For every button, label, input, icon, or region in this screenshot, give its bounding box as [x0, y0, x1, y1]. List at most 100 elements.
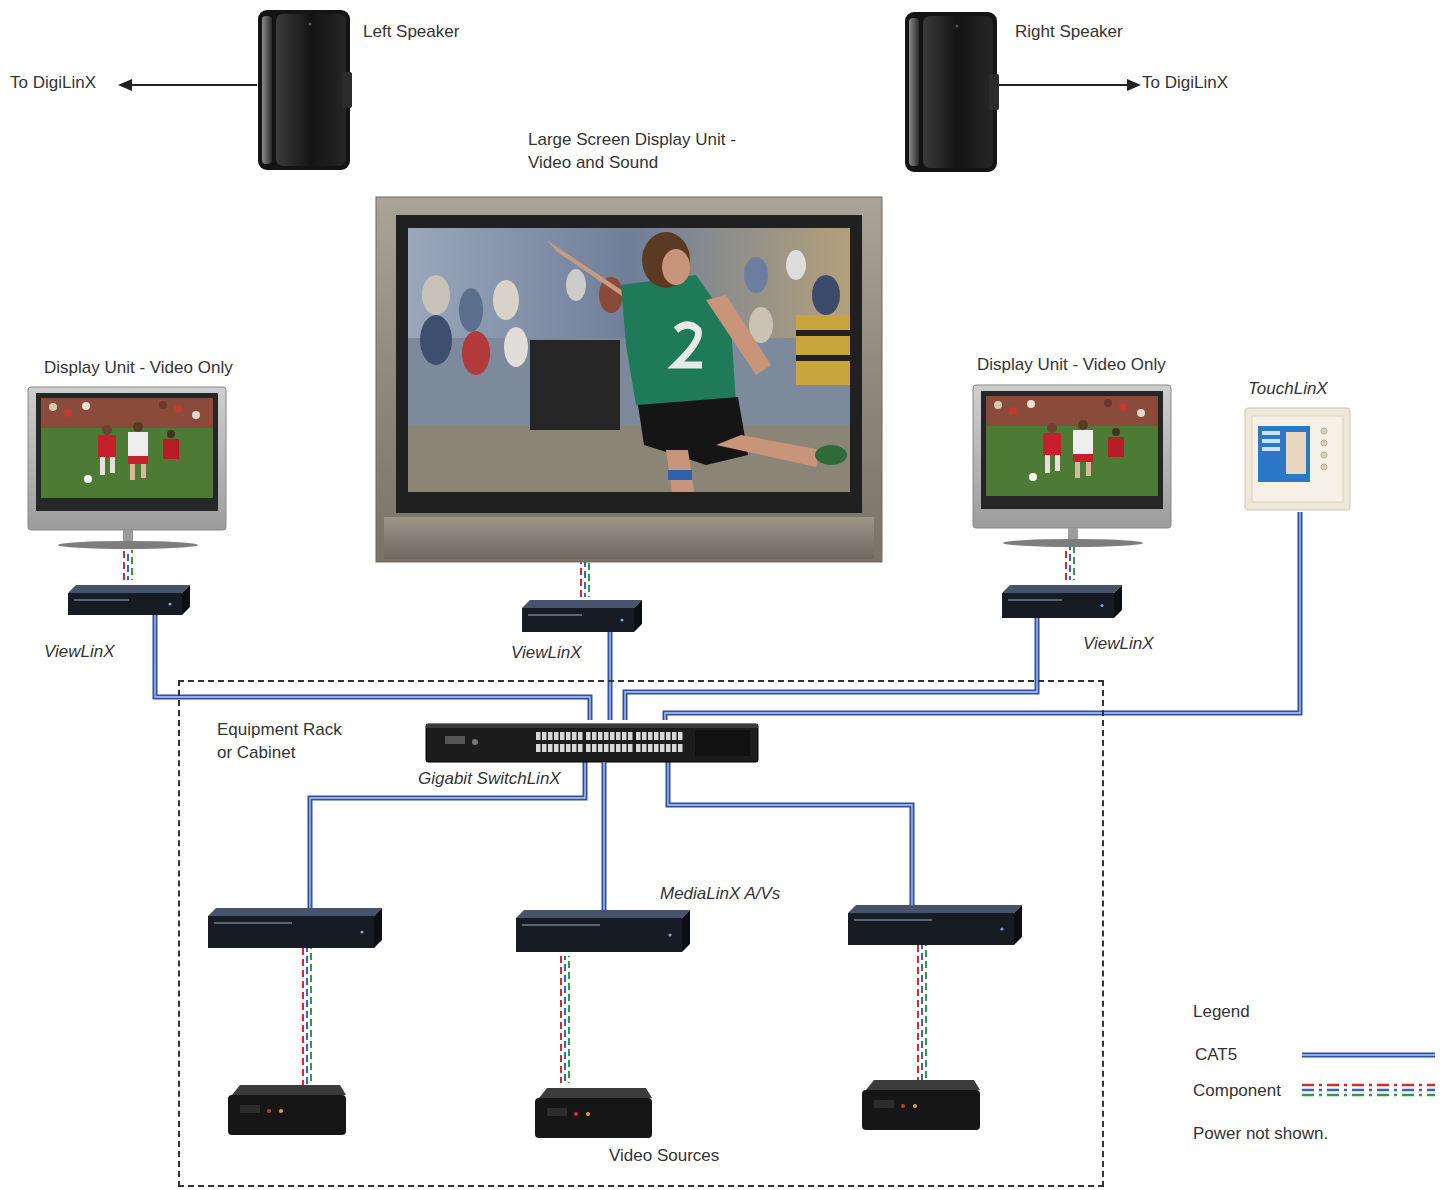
ellipse-shape: [786, 250, 806, 280]
rect-shape: [616, 732, 621, 740]
polygon-shape: [232, 1085, 346, 1095]
rect-shape: [636, 732, 641, 740]
component-cable: [1066, 547, 1074, 580]
path-shape: [609, 665, 610, 720]
rect-shape: [668, 470, 692, 480]
viewlinx-node: ViewLinX: [1000, 580, 1165, 662]
rect-shape: [342, 72, 352, 108]
polygon-shape: [638, 397, 748, 465]
circle-shape: [360, 930, 363, 933]
rect-shape: [128, 432, 148, 456]
path-shape: [1302, 1089, 1435, 1092]
rect-shape: [874, 1100, 894, 1108]
rect-shape: [536, 744, 541, 752]
text-holder: Component: [1193, 1079, 1281, 1102]
ellipse-shape: [566, 269, 586, 301]
rack-region: Equipment Rack or CabinetGigabit SwitchL…: [178, 680, 1104, 1187]
rect-shape: [981, 391, 1163, 509]
path-shape: [580, 562, 582, 597]
text-holder: Power not shown.: [1193, 1122, 1328, 1145]
rect-shape: [1073, 430, 1093, 454]
rect-shape: [100, 457, 105, 475]
text-holder: To DigiLinX: [1142, 71, 1228, 94]
circle-shape: [1029, 473, 1037, 481]
path-shape: [1302, 1084, 1435, 1087]
path-shape: [306, 948, 308, 1087]
rect-shape: [262, 16, 272, 164]
rect-shape: [666, 744, 671, 752]
path-shape: [603, 792, 604, 880]
path-shape: [584, 562, 586, 597]
polygon-shape: [208, 908, 382, 916]
rect-shape: [636, 744, 641, 752]
rect-shape: [560, 744, 565, 752]
rect-shape: [592, 732, 597, 740]
polygon-shape: [1002, 585, 1122, 593]
rect-shape: [163, 439, 179, 459]
rect-shape: [628, 744, 633, 752]
path-shape: [603, 880, 604, 910]
polygon-shape: [516, 910, 690, 918]
ellipse-shape: [459, 288, 483, 332]
rect-shape: [376, 197, 882, 562]
rect-shape: [672, 732, 677, 740]
rect-shape: [905, 12, 997, 172]
cat5-cable: [610, 665, 611, 720]
rect-shape: [796, 355, 850, 361]
node-label: ViewLinX: [511, 641, 582, 664]
rect-shape: [660, 744, 665, 752]
circle-shape: [1112, 428, 1120, 436]
path-shape: [602, 880, 607, 910]
rect-shape: [408, 228, 850, 492]
circle-shape: [913, 1104, 917, 1108]
rect-shape: [1252, 416, 1343, 502]
node-label: Gigabit SwitchLinX: [418, 767, 561, 790]
path-shape: [602, 792, 607, 880]
path-shape: [131, 550, 133, 580]
rect-shape: [598, 732, 603, 740]
rect-shape: [110, 457, 115, 473]
side-component-cables: [303, 945, 926, 1087]
rect-shape: [923, 16, 993, 168]
rect-shape: [560, 732, 565, 740]
circle-shape: [1321, 440, 1327, 446]
path-shape: [1069, 547, 1071, 580]
ellipse-shape: [58, 541, 198, 549]
rect-shape: [678, 732, 683, 740]
medialinx-node: MediaLinX A/Vs: [512, 880, 802, 956]
circle-shape: [668, 933, 671, 936]
legend-label: CAT5: [1195, 1043, 1237, 1066]
rect-shape: [258, 10, 350, 170]
text-holder: Large Screen Display Unit - Video and So…: [528, 128, 773, 174]
rect-shape: [214, 922, 292, 924]
path-shape: [925, 945, 927, 1082]
polygon-shape: [716, 435, 821, 467]
free-label: To DigiLinX: [10, 71, 96, 94]
circle-shape: [472, 739, 478, 745]
circle-shape: [267, 1109, 271, 1113]
rect-shape: [678, 744, 683, 752]
switch-node: Gigabit SwitchLinX: [415, 720, 763, 792]
device-illustration: [25, 355, 265, 550]
path-shape: [1302, 1094, 1435, 1097]
circle-shape: [1009, 407, 1017, 415]
rect-shape: [654, 732, 659, 740]
text-holder: Display Unit - Video Only: [977, 353, 1166, 376]
text-holder: MediaLinX A/Vs: [660, 882, 780, 905]
rect-shape: [622, 732, 627, 740]
rect-shape: [1262, 431, 1280, 435]
rect-shape: [141, 464, 146, 478]
rect-shape: [530, 340, 620, 430]
text-holder: Equipment Rack or Cabinet: [217, 718, 357, 764]
cat5-cable: [155, 665, 590, 720]
rect-shape: [276, 14, 346, 166]
path-shape: [608, 632, 613, 665]
polygon-shape: [182, 585, 190, 615]
rect-shape: [586, 744, 591, 752]
path-shape: [123, 550, 125, 580]
path-shape: [1302, 1053, 1435, 1058]
rect-shape: [598, 744, 603, 752]
polygon-shape: [118, 79, 132, 91]
rect-shape: [41, 398, 213, 498]
polygon-shape: [634, 600, 642, 632]
